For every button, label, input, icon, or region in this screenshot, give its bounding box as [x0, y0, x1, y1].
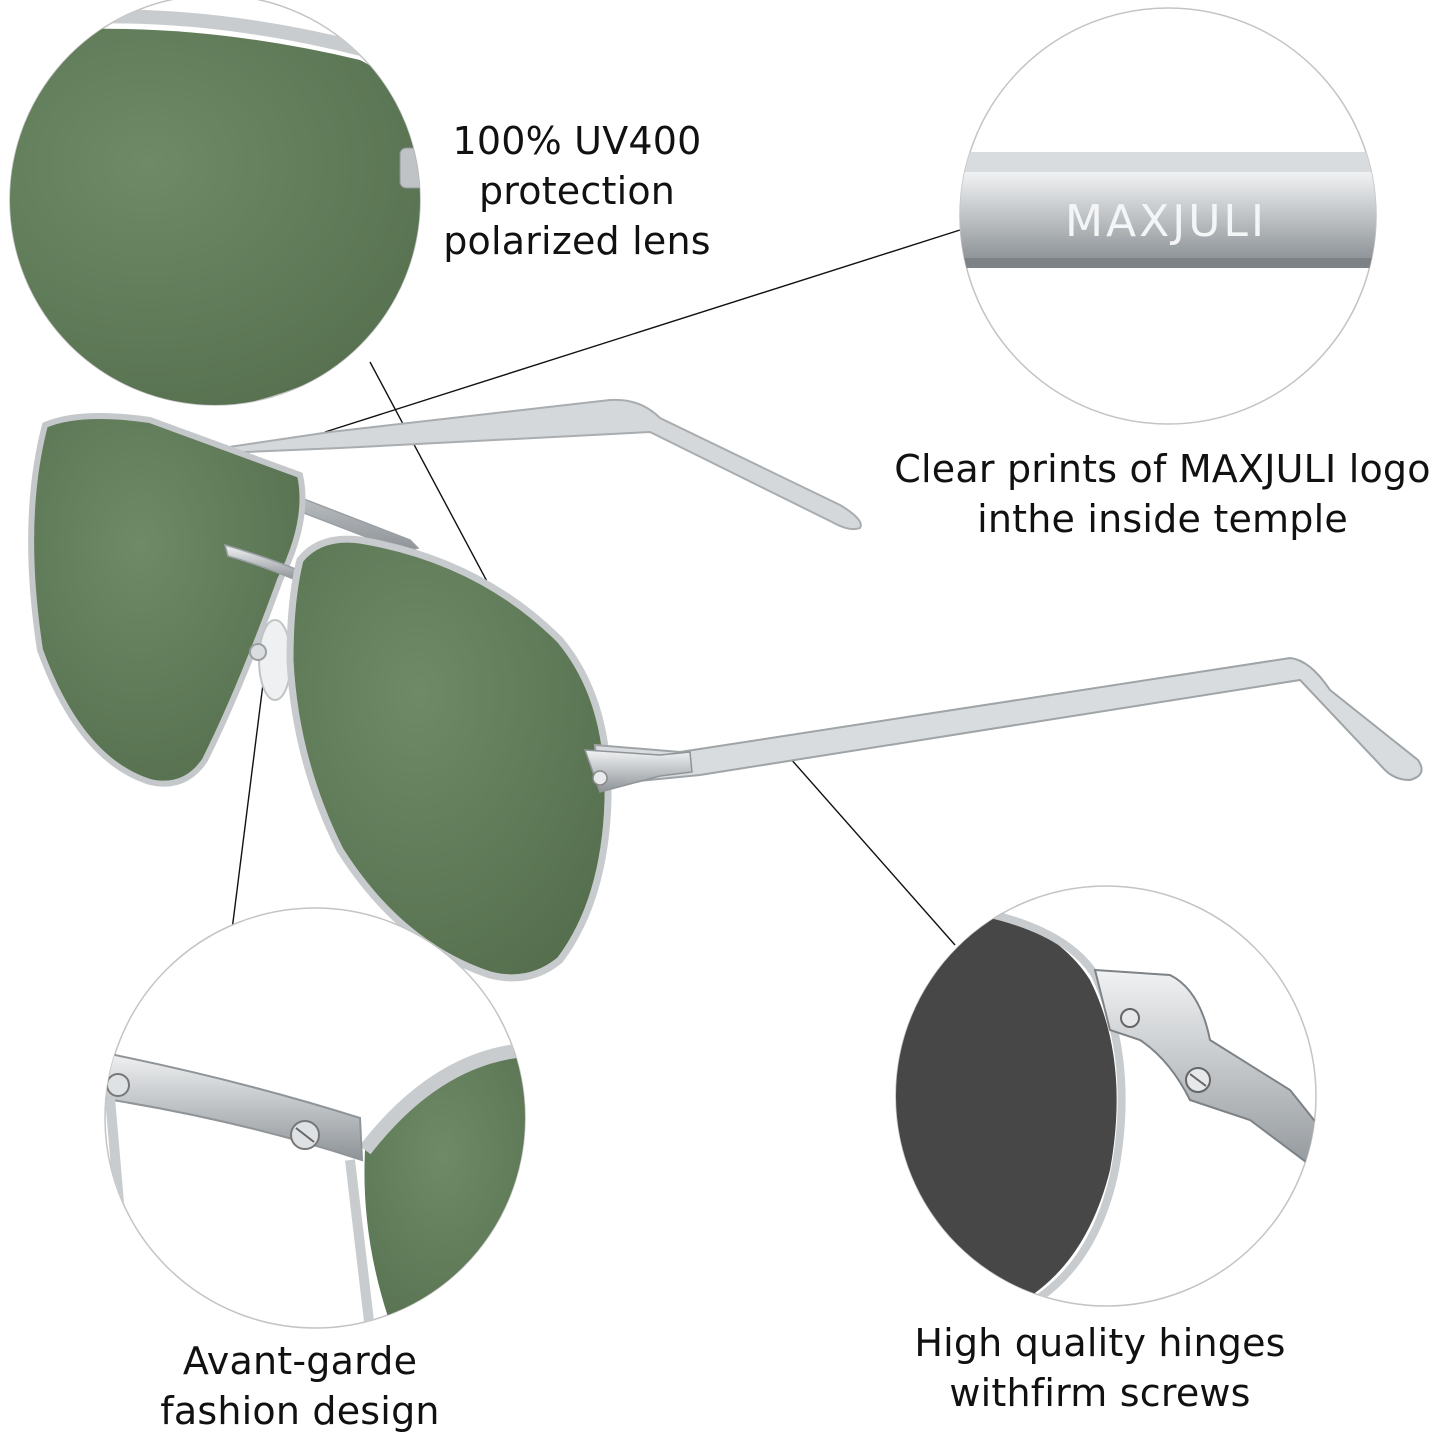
- right-lens: [286, 535, 612, 982]
- caption-line: High quality hinges: [914, 1321, 1286, 1365]
- caption-line: fashion design: [160, 1389, 440, 1433]
- callout-lens-closeup: [9, 0, 421, 406]
- sunglasses-main: [28, 398, 1423, 982]
- caption-line: Avant-garde: [182, 1339, 418, 1383]
- fashion-design-caption: Avant-garde fashion design: [130, 1336, 470, 1436]
- caption-line: inthe inside temple: [977, 497, 1348, 541]
- caption-line: polarized lens: [443, 219, 711, 263]
- caption-line: Clear prints of MAXJULI logo: [894, 447, 1431, 491]
- callout-hinge-closeup: [895, 885, 1317, 1307]
- back-temple-arm: [174, 398, 862, 531]
- logo-caption: Clear prints of MAXJULI logo inthe insid…: [880, 444, 1445, 544]
- left-lens: [28, 413, 306, 787]
- callout-temple-logo: MAXJULI: [959, 7, 1377, 425]
- caption-line: protection: [478, 169, 676, 213]
- hinge-block: [583, 749, 693, 793]
- caption-line: withfirm screws: [949, 1371, 1251, 1415]
- uv-protection-caption: 100% UV400 protection polarized lens: [412, 116, 742, 266]
- temple-logo-print: MAXJULI: [1065, 196, 1267, 247]
- nose-pad: [258, 619, 292, 701]
- caption-line: 100% UV400: [452, 119, 702, 163]
- hinge-caption: High quality hinges withfirm screws: [880, 1318, 1320, 1418]
- front-temple-arm: [593, 656, 1423, 787]
